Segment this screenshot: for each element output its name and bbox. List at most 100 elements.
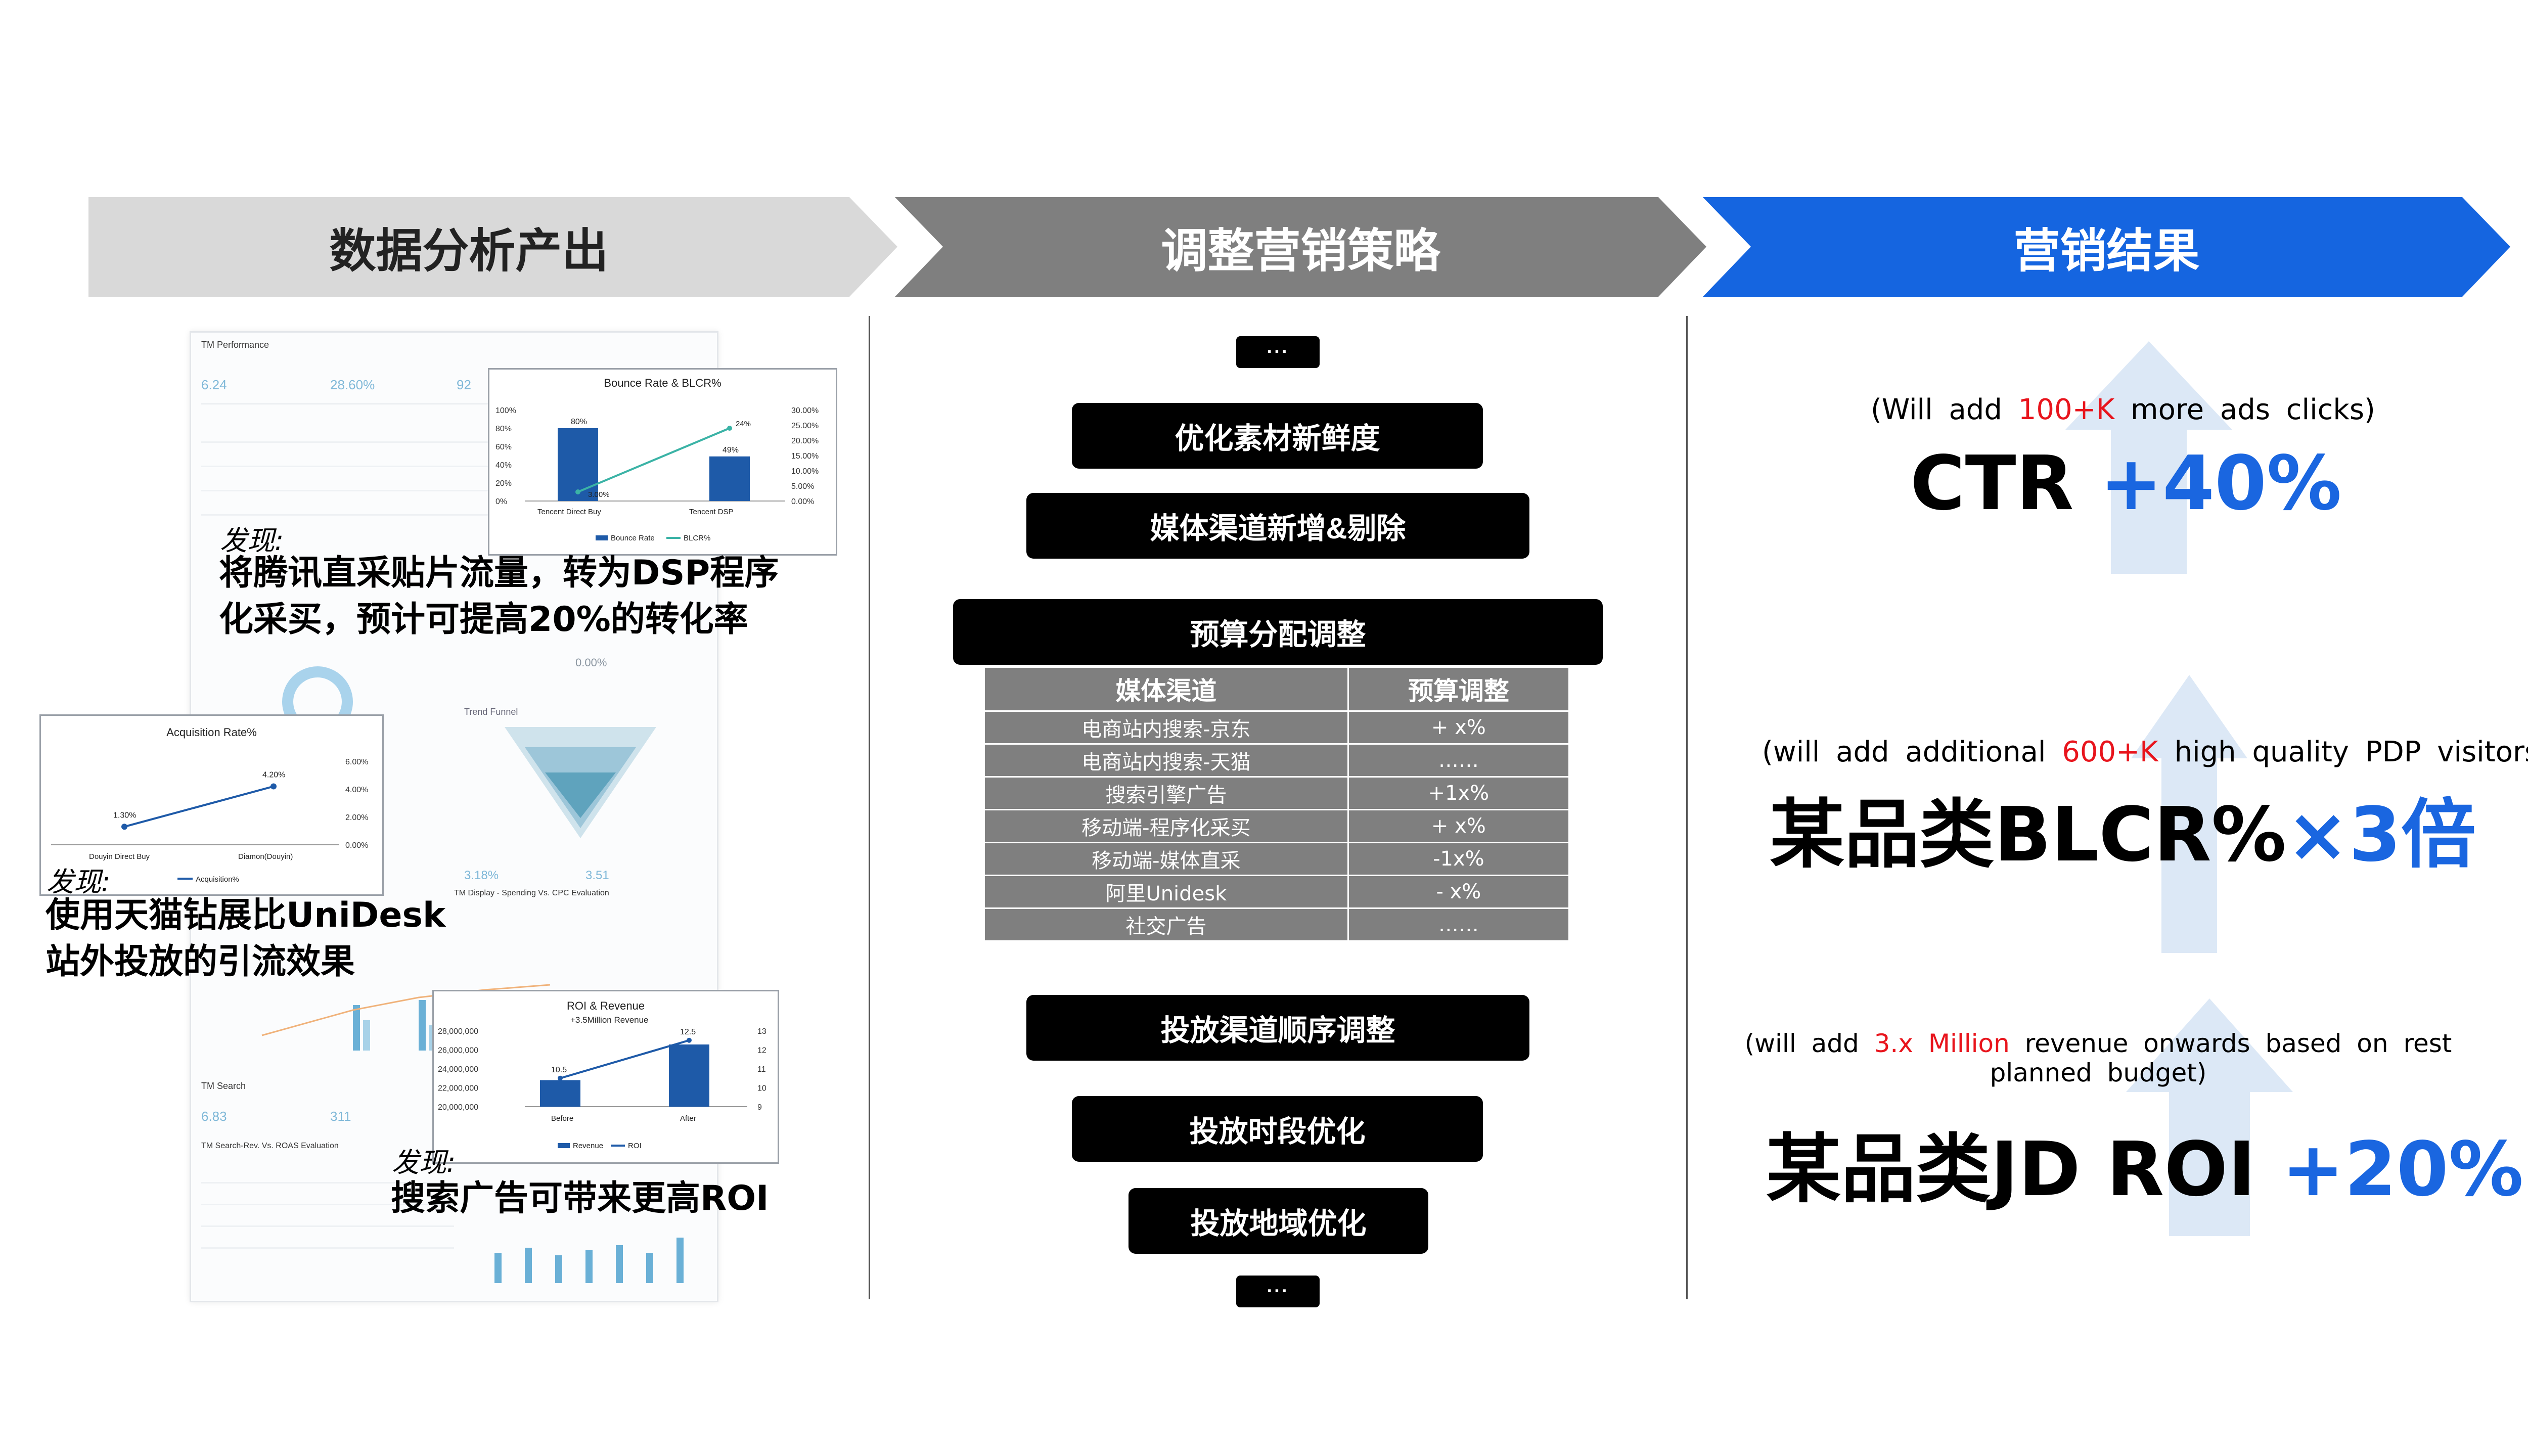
finding-1-text: 将腾讯直采贴片流量，转为DSP程序 化采买，预计可提高20%的转化率	[219, 550, 876, 643]
right-tick-label: 30.00%	[791, 406, 819, 415]
acq-chart-title: Acquisition Rate%	[166, 726, 257, 739]
data-label: 1.30%	[113, 811, 136, 820]
right-tick-label: 13	[757, 1027, 766, 1036]
tick-label: 4.00%	[345, 786, 368, 794]
col-budget-adjust: 预算调整	[1347, 666, 1570, 712]
divider	[201, 403, 626, 404]
right-tick-label: 20.00%	[791, 437, 819, 445]
search-value2: 311	[330, 1109, 351, 1124]
left-tick-label: 26,000,000	[438, 1046, 478, 1055]
finding-2-line2: 站外投放的引流效果	[46, 942, 355, 982]
bounce-chart-plot: 100%80%60%40%20%0%30.00%25.00%20.00%15.0…	[495, 406, 819, 542]
adjust-cell: ……	[1347, 743, 1570, 778]
search-title: TM Search	[201, 1081, 246, 1091]
chevron-strategy	[895, 197, 1706, 297]
table-row: 搜索引擎广告+1x%	[983, 776, 1570, 810]
finding-2-label: 发现:	[47, 866, 111, 898]
legend-swatch	[596, 535, 608, 540]
legend-label: Acquisition%	[196, 875, 239, 884]
data-label: 4.20%	[262, 771, 285, 780]
finding-2-line1: 使用天猫钻展比UniDesk	[46, 895, 446, 935]
channel-cell: 电商站内搜索-天猫	[983, 743, 1349, 778]
search-value: 6.83	[201, 1109, 227, 1124]
result-2-metric: 某品类BLCR%×3倍	[1770, 791, 2476, 878]
divider-left	[869, 316, 870, 1299]
acq-point	[270, 783, 277, 790]
left-tick-label: 100%	[495, 406, 516, 415]
left-tick-label: 28,000,000	[438, 1027, 478, 1036]
roi-point	[687, 1037, 692, 1043]
adjust-cell: -1x%	[1347, 842, 1570, 876]
right-tick-label: 11	[757, 1065, 766, 1074]
zero-value: 0.00%	[575, 656, 607, 669]
acq-point	[121, 824, 127, 830]
finding-3-label: 发现:	[392, 1147, 456, 1178]
right-tick-label: 0.00%	[791, 497, 814, 506]
bounce-chart-title: Bounce Rate & BLCR%	[604, 377, 721, 389]
left-tick-label: 60%	[495, 443, 512, 451]
adjust-cell: + x%	[1347, 710, 1570, 745]
roi-point	[558, 1075, 563, 1081]
data-label: 12.5	[680, 1028, 696, 1036]
adjust-cell: +1x%	[1347, 776, 1570, 810]
strategy-time-slot: 投放时段优化	[1072, 1096, 1483, 1162]
bar-data-label: 80%	[571, 418, 587, 426]
left-tick-label: 20,000,000	[438, 1103, 478, 1112]
channel-cell: 社交广告	[983, 907, 1349, 942]
tick-label: 2.00%	[345, 813, 368, 822]
left-tick-label: 80%	[495, 425, 512, 433]
header-analysis: 数据分析产出	[329, 225, 609, 277]
category-label: Before	[551, 1114, 573, 1123]
legend-label: Revenue	[573, 1142, 603, 1150]
table-row: 电商站内搜索-京东+ x%	[983, 710, 1570, 745]
acq-chart-plot: 6.00%4.00%2.00%0.00%1.30%Douyin Direct B…	[51, 758, 368, 884]
tick-label: 0.00%	[345, 841, 368, 850]
chevron-analysis	[88, 197, 897, 297]
blcr-point	[727, 426, 732, 431]
result-1-metric: CTR +40%	[1910, 440, 2342, 527]
header-strategy: 调整营销策略	[1161, 225, 1440, 277]
finding-1-line2: 化采买，预计可提高20%的转化率	[219, 600, 748, 640]
header-results: 营销结果	[2013, 225, 2200, 277]
channel-cell: 电商站内搜索-京东	[983, 710, 1349, 745]
category-label: Diamon(Douyin)	[238, 852, 293, 861]
finding-2-text: 使用天猫钻展比UniDesk 站外投放的引流效果	[46, 892, 551, 985]
bar	[709, 456, 750, 501]
budget-table: 媒体渠道 预算调整 电商站内搜索-京东+ x% 电商站内搜索-天猫…… 搜索引擎…	[983, 666, 1570, 942]
revenue-bar	[540, 1080, 580, 1107]
bar-data-label: 49%	[723, 446, 739, 454]
right-tick-label: 9	[757, 1103, 762, 1112]
category-label: Tencent DSP	[689, 508, 734, 516]
blcr-line	[577, 427, 730, 493]
right-tick-label: 12	[757, 1046, 766, 1055]
roi-line	[560, 1039, 690, 1079]
legend-label: ROI	[628, 1142, 642, 1150]
left-tick-label: 22,000,000	[438, 1084, 478, 1093]
tick-label: 6.00%	[345, 758, 368, 766]
right-tick-label: 10	[757, 1084, 766, 1093]
table-row: 阿里Unidesk- x%	[983, 875, 1570, 909]
left-tick-label: 20%	[495, 479, 512, 488]
pr-value: 3.51	[585, 869, 609, 882]
table-row: 社交广告……	[983, 907, 1570, 942]
adjust-cell: - x%	[1347, 875, 1570, 909]
more-top-indicator: ···	[1236, 336, 1320, 368]
finding-1-line1: 将腾讯直采贴片流量，转为DSP程序	[219, 553, 779, 593]
legend-swatch	[558, 1143, 570, 1148]
search-bars	[494, 1238, 684, 1283]
up-arrow-icon	[2065, 341, 2232, 574]
right-tick-label: 5.00%	[791, 482, 814, 491]
adjust-cell: + x%	[1347, 809, 1570, 843]
legend-label: BLCR%	[684, 534, 710, 542]
channel-cell: 移动端-程序化采买	[983, 809, 1349, 843]
channel-cell: 阿里Unidesk	[983, 875, 1349, 909]
channel-cell: 移动端-媒体直采	[983, 842, 1349, 876]
col-media-channel: 媒体渠道	[983, 666, 1349, 712]
finding-3-text: 搜索广告可带来更高ROI	[391, 1175, 846, 1222]
result-2-note: (will add additional 600+K high quality …	[1762, 736, 2528, 768]
channel-cell: 搜索引擎广告	[983, 776, 1349, 810]
num-value: 92	[457, 377, 471, 392]
strategy-creative-freshness: 优化素材新鲜度	[1072, 403, 1483, 469]
line-data-label: 24%	[736, 420, 751, 428]
table-row: 电商站内搜索-天猫……	[983, 743, 1570, 778]
